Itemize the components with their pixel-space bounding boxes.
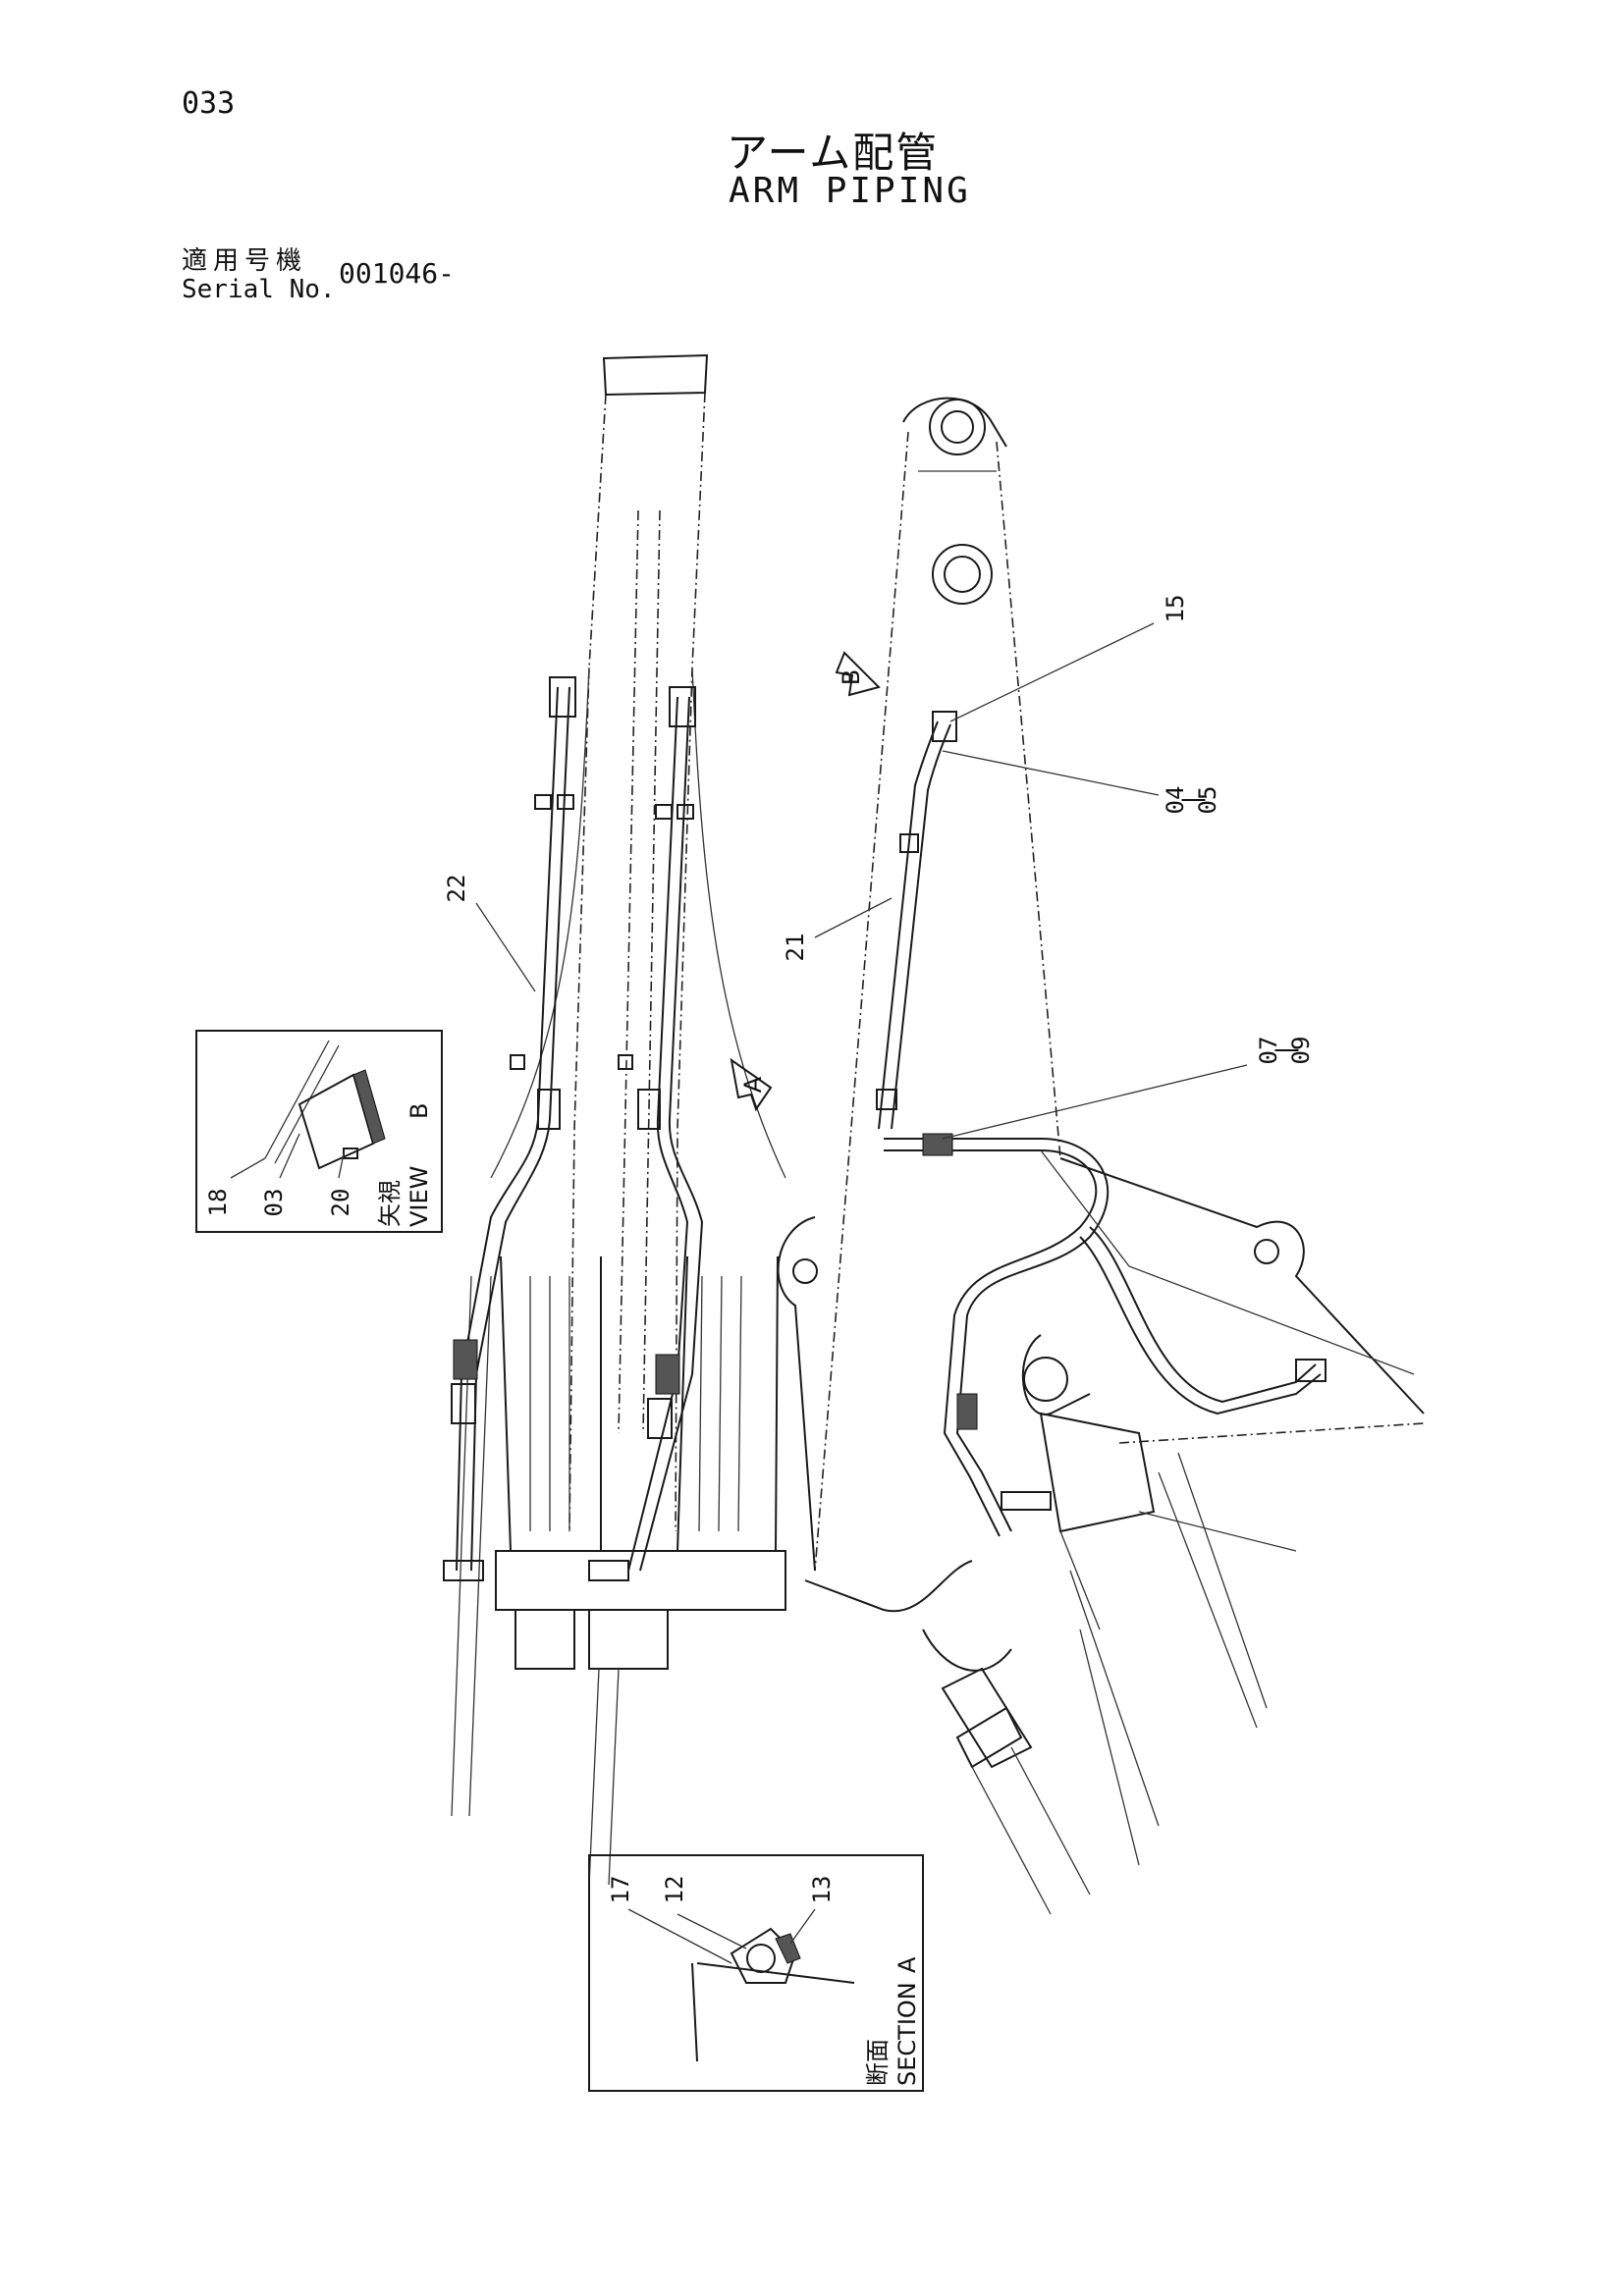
view-marker-a-letter: A	[739, 1076, 767, 1093]
callout-separator-07-09: |	[1272, 1043, 1299, 1057]
title-english: ARM PIPING	[729, 171, 971, 211]
view-b-label-english: VIEW	[406, 1166, 433, 1227]
pipe-22-left	[443, 676, 576, 1581]
callout-05: 05	[1194, 786, 1221, 815]
callout-22: 22	[443, 875, 470, 903]
leader-21	[814, 897, 893, 938]
callout-04: 04	[1162, 786, 1189, 815]
section-a-callout-13: 13	[808, 1876, 836, 1904]
view-b-label-japanese: 矢視	[376, 1180, 404, 1227]
pipe-21	[876, 711, 957, 1130]
serial-number-value: 001046-	[339, 257, 456, 290]
arm-top-view	[451, 353, 786, 1886]
serial-label-japanese: 適用号機	[182, 246, 308, 276]
title-japanese: アーム配管	[727, 129, 940, 177]
view-b-box	[195, 1030, 443, 1233]
section-a-letter: A	[893, 1956, 921, 1973]
callout-09: 09	[1287, 1037, 1315, 1065]
view-b-callout-20: 20	[327, 1189, 354, 1217]
section-a-box	[588, 1854, 924, 2092]
section-a-label-english: SECTION	[893, 1982, 921, 2086]
section-a-callout-12: 12	[661, 1876, 688, 1904]
callout-separator-04-05: |	[1178, 793, 1206, 807]
arm-side-view	[777, 397, 1425, 1915]
leader-22	[475, 902, 536, 992]
view-b-callout-03: 03	[260, 1189, 288, 1217]
clamps-left-arm	[510, 794, 694, 1070]
callout-07: 07	[1255, 1037, 1282, 1065]
serial-label-english: Serial No.	[182, 275, 336, 304]
view-marker-b-letter: B	[838, 669, 865, 685]
pipe-22-right	[588, 686, 704, 1581]
page-number: 033	[182, 86, 236, 121]
view-b-callout-18: 18	[204, 1189, 232, 1217]
view-marker-a	[730, 1057, 773, 1112]
leader-07-09	[942, 1064, 1248, 1140]
callout-21: 21	[782, 934, 809, 962]
leader-04-05	[942, 750, 1160, 796]
view-marker-b	[835, 651, 881, 697]
hose-07-09	[884, 1133, 1415, 1537]
leader-15	[949, 622, 1155, 722]
section-a-callout-17: 17	[607, 1876, 634, 1904]
section-a-label-japanese: 断面	[864, 2039, 892, 2086]
callout-15: 15	[1162, 595, 1189, 623]
view-b-letter: B	[406, 1103, 433, 1119]
